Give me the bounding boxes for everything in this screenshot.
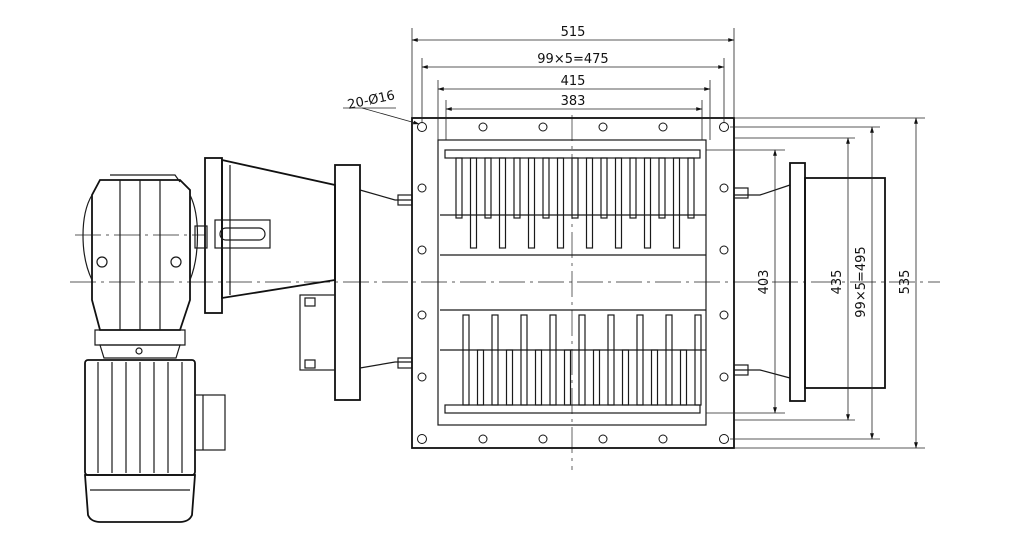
cutter-teeth — [455, 157, 702, 406]
tooth — [600, 157, 608, 219]
bolt-hole — [417, 183, 427, 193]
tooth — [491, 314, 499, 406]
tooth — [549, 314, 557, 406]
tooth — [607, 314, 615, 406]
hole-callout: 20-Ø16 — [346, 88, 396, 113]
tooth — [578, 314, 586, 406]
right-flange — [733, 162, 886, 402]
dim-bolt-pitch-width: 99×5=475 — [537, 52, 608, 67]
tooth — [694, 314, 702, 406]
dim-opening-height: 403 — [757, 270, 772, 295]
tooth — [534, 349, 543, 406]
bolt-hole — [417, 372, 427, 382]
dim-outer-height: 535 — [898, 270, 913, 295]
dim-opening-width: 383 — [561, 94, 586, 109]
tooth — [665, 314, 673, 406]
bolt-hole — [417, 122, 427, 132]
tooth — [484, 157, 492, 219]
tooth — [527, 157, 536, 249]
bearing-housing — [194, 157, 413, 401]
tooth — [621, 349, 630, 406]
tooth — [650, 349, 659, 406]
tooth — [513, 157, 521, 219]
tooth — [505, 349, 514, 406]
bolt-hole — [719, 310, 729, 320]
tooth — [585, 157, 594, 249]
tooth — [636, 314, 644, 406]
bolt-hole — [417, 310, 427, 320]
bolt-hole — [719, 245, 729, 255]
tooth — [592, 349, 601, 406]
tooth — [658, 157, 666, 219]
bolt-hole — [719, 372, 729, 382]
dim-inner-width: 415 — [561, 74, 586, 89]
bolt-hole — [658, 122, 668, 132]
dim-inner-height: 435 — [830, 270, 845, 295]
tooth — [571, 157, 579, 219]
tooth — [469, 157, 478, 249]
dim-outer-width: 515 — [561, 25, 586, 40]
bolt-hole — [719, 122, 729, 132]
vertical-dimensions — [706, 117, 925, 449]
tooth — [455, 157, 463, 219]
tooth — [629, 157, 637, 219]
tooth — [643, 157, 652, 249]
dim-bolt-pitch-height: 99×5=495 — [854, 246, 869, 317]
tooth — [614, 157, 623, 249]
tooth — [563, 349, 572, 406]
bolt-hole — [598, 434, 608, 444]
bolt-hole — [538, 122, 548, 132]
horizontal-dimensions — [411, 28, 735, 140]
bolt-hole — [598, 122, 608, 132]
motor — [75, 174, 226, 523]
bolt-hole — [478, 434, 488, 444]
tooth — [498, 157, 507, 249]
tooth — [542, 157, 550, 219]
tooth — [476, 349, 485, 406]
tooth — [672, 157, 681, 249]
tooth — [556, 157, 565, 249]
bolt-hole — [417, 245, 427, 255]
tooth — [462, 314, 470, 406]
tooth — [679, 349, 688, 406]
bolt-hole — [719, 183, 729, 193]
bolt-hole — [538, 434, 548, 444]
tooth — [687, 157, 695, 219]
bolt-hole — [658, 434, 668, 444]
tooth — [520, 314, 528, 406]
bolt-hole — [417, 434, 427, 444]
bolt-hole — [719, 434, 729, 444]
bolt-hole — [478, 122, 488, 132]
frame — [411, 117, 735, 449]
